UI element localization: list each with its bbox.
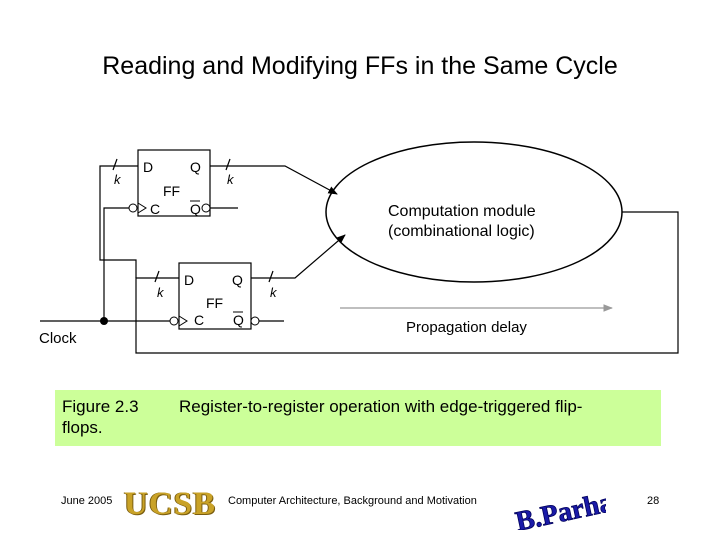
ff-top-output-wire	[210, 165, 338, 195]
bus-width-label-top-out: k	[227, 172, 235, 187]
ff-top-box	[137, 149, 211, 217]
clock-junction-dot	[100, 317, 108, 325]
slide-title: Reading and Modifying FFs in the Same Cy…	[102, 52, 618, 80]
ff-top-d: D	[143, 159, 153, 175]
ff-bottom-d: D	[184, 272, 194, 288]
ff-bottom-qbar: Q	[233, 312, 244, 328]
ff-bottom-clock-triangle	[178, 315, 188, 327]
page-number: 28	[647, 495, 660, 507]
ff-top-qbar: Q	[190, 201, 201, 217]
ff-bottom-box	[178, 262, 252, 330]
clock-to-top-ff-wire	[103, 207, 129, 321]
footer-date: June 2005	[61, 495, 113, 507]
footer-course: Computer Architecture, Background and Mo…	[228, 495, 477, 507]
ff-bottom-q: Q	[232, 272, 243, 288]
figure-caption: Figure 2.3 Register-to-register operatio…	[55, 390, 661, 446]
feedback-wire	[135, 211, 679, 354]
bus-width-marks	[112, 158, 274, 283]
ff-top: D Q FF C Q	[128, 149, 211, 217]
ff-top-clock-triangle	[137, 202, 147, 214]
module-label-line1: Computation module	[388, 203, 536, 220]
figure-caption-continuation: flops.	[62, 418, 103, 437]
author-logo: B.Parhami	[512, 486, 606, 530]
wiring	[40, 165, 679, 354]
ff-bottom-c: C	[194, 312, 204, 328]
bus-width-label-bottom-in: k	[157, 285, 165, 300]
register-transfer-diagram: D Q FF C Q D Q FF C Q Computation module…	[39, 141, 679, 354]
module-label-line2: (combinational logic)	[388, 223, 535, 240]
bus-width-label-bottom-out: k	[270, 285, 278, 300]
ucsb-logo: UCSB	[124, 486, 217, 522]
figure-number: Figure 2.3	[62, 397, 139, 416]
ff-top-c: C	[150, 201, 160, 217]
svg-text:B.Parhami: B.Parhami	[513, 486, 606, 530]
ff-top-name: FF	[163, 183, 180, 199]
bus-width-label-top-in: k	[114, 172, 122, 187]
clock-label: Clock	[39, 330, 77, 347]
computation-module: Computation module (combinational logic)	[325, 141, 623, 283]
ff-bottom: D Q FF C Q	[169, 262, 260, 330]
ff-bottom-name: FF	[206, 295, 223, 311]
ff-bottom-output-wire	[251, 234, 346, 279]
figure-caption-text: Register-to-register operation with edge…	[179, 397, 583, 416]
ff-top-q: Q	[190, 159, 201, 175]
feedback-wire-top	[99, 165, 138, 278]
propagation-delay-label: Propagation delay	[406, 319, 527, 336]
